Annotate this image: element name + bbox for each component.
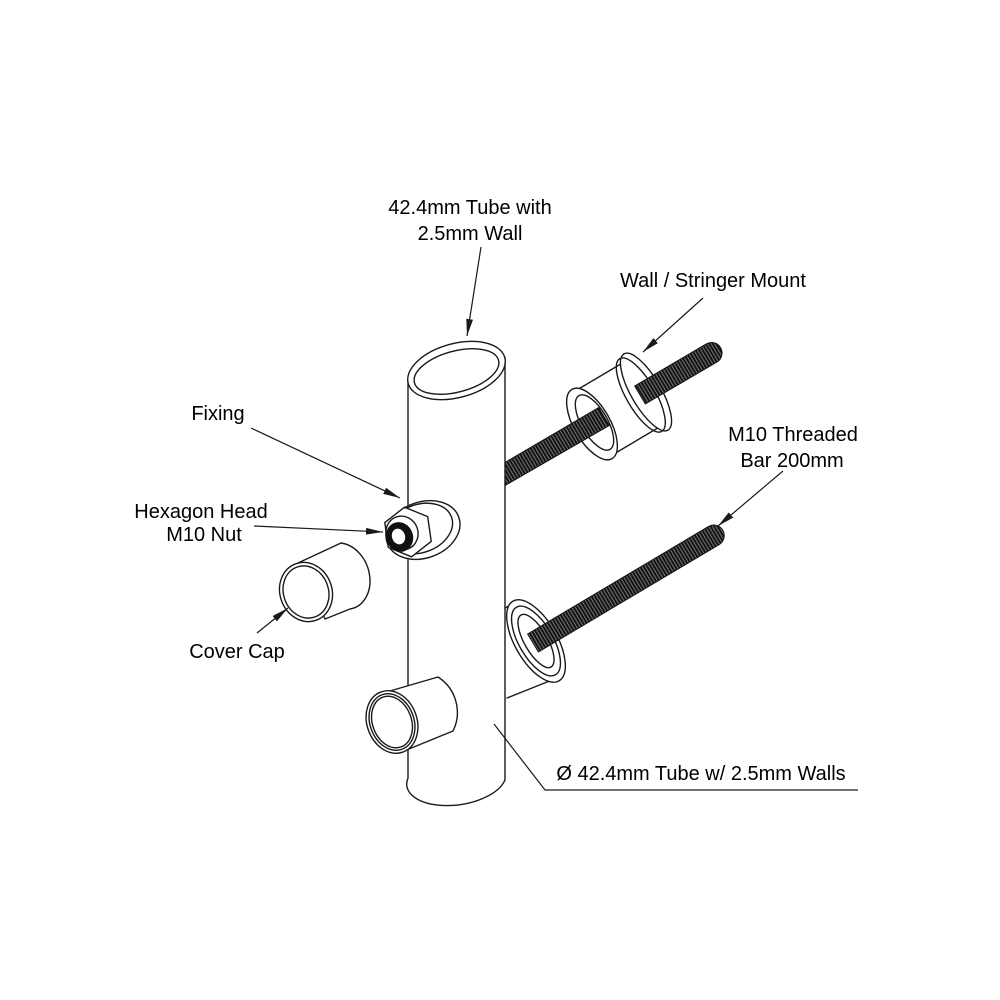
stub-face-rim1 [368,693,416,751]
cover-cap [278,542,371,623]
labels: 42.4mm Tube with 2.5mm Wall Wall / Strin… [134,197,858,785]
label-fixing: Fixing [191,403,244,425]
tube-top-outer-rim [407,340,506,401]
leader-fixing [250,427,401,499]
threaded-bar-upper-outer-segment [634,342,723,405]
leader-cover-cap [256,607,289,634]
wall-stringer-mount [565,352,673,461]
leader-wall-stringer-mount [642,297,704,353]
label-tube-top-line1: 42.4mm Tube with [388,197,551,219]
label-tube-bottom: Ø 42.4mm Tube w/ 2.5mm Walls [556,763,845,785]
threaded-bar-lower [526,524,725,653]
label-tube-top-line2: 2.5mm Wall [418,223,523,245]
cap-face-outer [278,561,334,623]
fixing-hex-nut [384,499,461,561]
label-hexagon-nut-line1: Hexagon Head [134,501,267,523]
cap-face-rim [282,565,330,619]
threaded-bar-upper [504,342,723,487]
tube-outlet-stub [365,676,459,754]
tube-top-inner-rim [413,348,500,395]
label-cover-cap: Cover Cap [189,641,285,663]
label-hexagon-nut-line2: M10 Nut [166,524,242,546]
label-wall-stringer-mount: Wall / Stringer Mount [620,270,806,292]
threaded-bar-upper-inner-segment [504,406,610,487]
stub-face-rim2 [370,695,414,749]
label-threaded-bar-line1: M10 Threaded [728,424,858,446]
leader-lines [250,246,858,791]
leader-tube-bottom [493,723,858,791]
nut-bore-hole [390,527,407,546]
leader-hexagon-nut [253,525,384,535]
leader-threaded-bar [717,470,784,527]
leader-tube-top [466,246,482,337]
label-threaded-bar-line2: Bar 200mm [740,450,843,472]
